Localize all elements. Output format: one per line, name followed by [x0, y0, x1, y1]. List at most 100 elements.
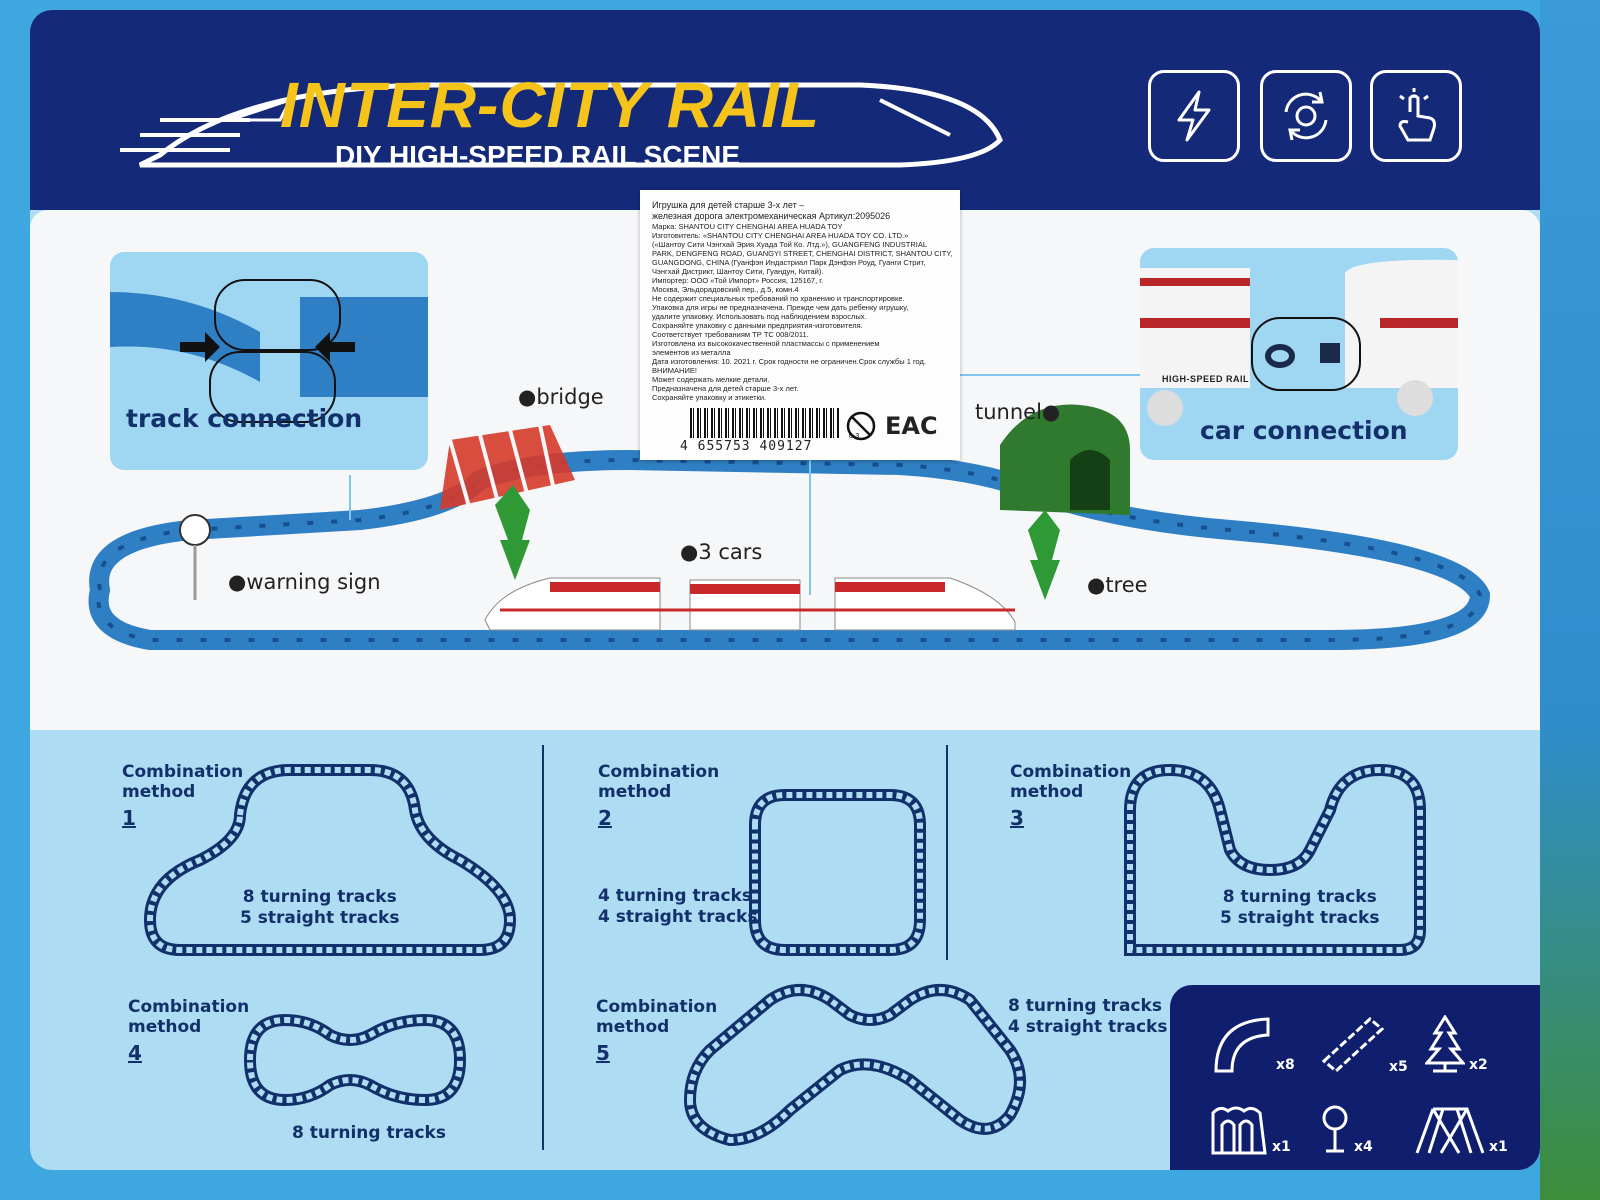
tree-icon — [1425, 1015, 1465, 1073]
parts-list: x8 x5 x2 x1 x4 x1 — [1170, 985, 1540, 1170]
bridge — [440, 424, 575, 511]
part-count: x4 — [1354, 1139, 1373, 1155]
sticker-line: Изготовитель: «SHANTOU CITY CHENGHAI ARE… — [652, 231, 909, 240]
method-2-desc: 4 turning tracks 4 straight tracks — [598, 886, 758, 928]
method-4-desc: 8 turning tracks — [292, 1123, 446, 1143]
straight-track-icon — [1321, 1017, 1385, 1073]
sticker-line: PARK, DENGFENG ROAD, GUANGYI STREET, CHE… — [652, 249, 953, 258]
sticker-line: Чэнгхай Дистрикт, Шантоу Сити, Гуандун, … — [652, 267, 824, 276]
sticker-line: («Шантоу Сити Чэнгхай Эрия Хуада Той Ко.… — [652, 240, 928, 249]
part-tree: x2 — [1425, 1015, 1488, 1073]
warning-sign — [179, 514, 211, 600]
part-bridge: x1 — [1415, 1105, 1508, 1155]
method-number: 5 — [596, 1040, 610, 1065]
sticker-line: Может содержать мелкие детали. — [652, 375, 770, 384]
sticker-line: Игрушка для детей старше 3-х лет – — [652, 200, 805, 210]
import-sticker: Игрушка для детей старше 3-х лет –железн… — [640, 190, 960, 460]
part-count: x1 — [1272, 1139, 1291, 1155]
sticker-line: Упаковка для игры не предназначена. Преж… — [652, 303, 909, 312]
sticker-line: Предназначена для детей старше 3-х лет. — [652, 384, 799, 393]
train — [484, 577, 1016, 631]
barcode — [690, 408, 840, 438]
part-count: x1 — [1489, 1139, 1508, 1155]
method-title: Combination method — [596, 997, 718, 1038]
method-title: Combination method — [1010, 762, 1132, 803]
tunnel-label: tunnel● — [975, 400, 1061, 424]
car-connection-inset: HIGH-SPEED RAIL car connection — [1140, 248, 1458, 460]
rotate-icon — [1260, 70, 1352, 162]
sticker-line: Дата изготовления: 10. 2021 г. Срок годн… — [652, 357, 926, 366]
product-title: INTER-CITY RAIL — [280, 69, 821, 141]
barcode-number: 4 655753 409127 — [680, 439, 813, 454]
tree-right — [1028, 510, 1060, 600]
method-title: Combination method — [128, 997, 250, 1038]
sticker-line: удалите упаковку. Использовать под наблю… — [652, 312, 867, 321]
method-title: Combination method — [598, 762, 720, 803]
sticker-text: Игрушка для детей старше 3-х лет –железн… — [652, 200, 952, 402]
sticker-line: Марка: SHANTOU CITY CHENGHAI AREA HUADA … — [652, 222, 843, 231]
sticker-line: Сохраняйте упаковку и этикетки. — [652, 393, 767, 402]
lightning-icon — [1148, 70, 1240, 162]
track-connection-image — [110, 279, 428, 423]
method-number: 4 — [128, 1040, 142, 1065]
sticker-line: Сохраняйте упаковку с данными предприяти… — [652, 321, 863, 330]
part-curved-track: x8 — [1210, 1015, 1295, 1073]
track-connection-inset: track connection — [110, 252, 428, 470]
eac-mark: EAC — [885, 412, 938, 440]
method-5-desc: 8 turning tracks 4 straight tracks — [1008, 996, 1168, 1038]
sign-icon — [1322, 1105, 1348, 1153]
car-connection-label: car connection — [1200, 416, 1408, 445]
tree-left — [495, 485, 530, 580]
warning-sign-label: ●warning sign — [228, 570, 381, 594]
tunnel-icon — [1211, 1106, 1267, 1155]
sticker-line: ВНИМАНИЕ! — [652, 366, 697, 375]
package-back: INTER-CITY RAIL DIY HIGH-SPEED RAIL SCEN… — [30, 10, 1540, 1170]
method-number: 3 — [1010, 805, 1024, 830]
divider — [946, 745, 948, 960]
car-connection-image — [1140, 259, 1458, 426]
sticker-line: Импортер: ООО «Той Импорт» Россия, 12516… — [652, 276, 824, 285]
method-3-desc: 8 turning tracks 5 straight tracks — [1220, 887, 1380, 929]
method-number: 2 — [598, 805, 612, 830]
cars-label: ●3 cars — [680, 540, 763, 564]
age-warning-icon: 0-3 — [846, 411, 876, 441]
part-tunnel: x1 — [1210, 1105, 1291, 1155]
method-number: 1 — [122, 805, 136, 830]
car-text: HIGH-SPEED RAIL — [1162, 374, 1250, 384]
part-count: x5 — [1389, 1059, 1408, 1075]
sticker-line: GUANGDONG, CHINA (Гуанфэн Индастриал Пар… — [652, 258, 926, 267]
sticker-line: элементов из металла — [652, 348, 731, 357]
train-outline-logo — [120, 82, 1003, 168]
method-1-desc: 8 turning tracks 5 straight tracks — [240, 887, 400, 929]
part-count: x8 — [1276, 1057, 1295, 1073]
sticker-line: Не содержит специальных требований по хр… — [652, 294, 905, 303]
tree-label: ●tree — [1087, 573, 1148, 597]
sticker-line: железная дорога электромеханическая Арти… — [652, 211, 891, 221]
bridge-label: ●bridge — [518, 385, 604, 409]
part-count: x2 — [1469, 1057, 1488, 1073]
method-title: Combination method — [122, 762, 244, 803]
sticker-line: Москва, Эльдорадовский пер., д.5, комн.4 — [652, 285, 799, 294]
track-diagrams — [143, 763, 1426, 1147]
svg-text:0-3: 0-3 — [849, 433, 859, 440]
scene-panel: track connection HIGH-SPEED RAIL car con… — [30, 210, 1540, 730]
sticker-line: Соответствует требованиям ТР ТС 008/2011… — [652, 330, 809, 339]
track-layout-illustration — [88, 374, 1491, 650]
tunnel — [1000, 404, 1130, 515]
divider — [542, 745, 544, 1150]
curved-track-icon — [1214, 1017, 1270, 1073]
part-sign: x4 — [1320, 1105, 1373, 1155]
part-straight-track: x5 — [1320, 1015, 1408, 1075]
product-subtitle: DIY HIGH-SPEED RAIL SCENE — [335, 140, 741, 171]
photo-background — [1540, 0, 1600, 1200]
header-panel: INTER-CITY RAIL DIY HIGH-SPEED RAIL SCEN… — [30, 10, 1540, 210]
track-connection-label: track connection — [126, 404, 363, 433]
touch-light-icon — [1370, 70, 1462, 162]
sticker-line: Изготовлена из высококачественной пластм… — [652, 339, 880, 348]
